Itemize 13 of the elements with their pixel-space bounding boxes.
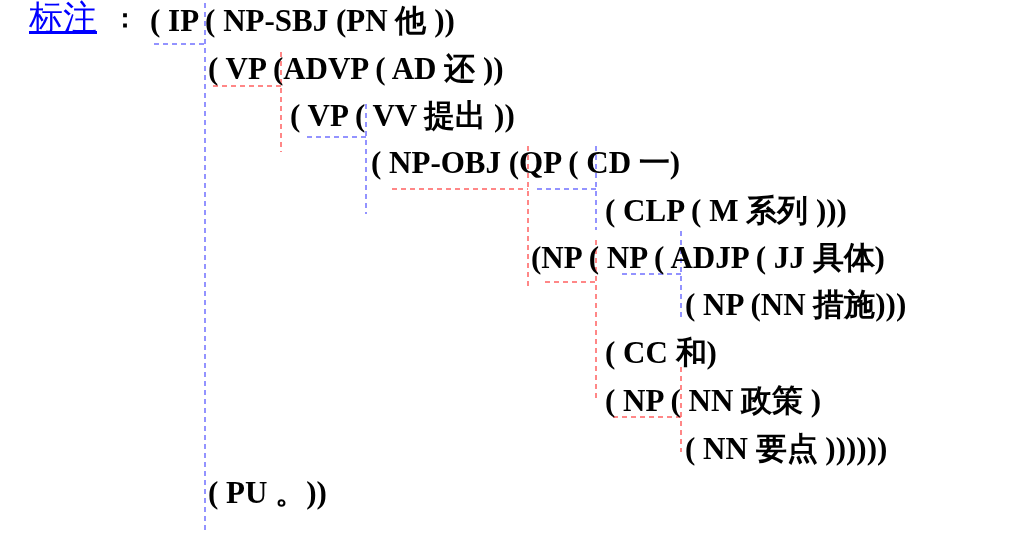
parse-bracket-text: ( NP-OBJ (QP ( CD 一) <box>371 147 681 178</box>
parse-bracket-text: ( CC 和) <box>605 337 717 368</box>
parse-bracket-text: ( VP ( VV 提出 )) <box>290 100 515 131</box>
colon-text: ： <box>112 6 138 32</box>
parse-bracket-text: ( IP ( NP-SBJ (PN 他 )) <box>150 5 455 36</box>
parse-bracket-text: ( NP (NN 措施))) <box>685 289 907 320</box>
annotation-link: 标注 <box>29 0 97 34</box>
parse-bracket-text: ( PU 。)) <box>208 477 327 508</box>
parse-bracket-text: (NP ( NP ( ADJP ( JJ 具体) <box>531 242 885 273</box>
parse-bracket-text: ( NN 要点 )))))) <box>685 433 888 464</box>
parse-bracket-text: ( VP (ADVP ( AD 还 )) <box>208 53 504 84</box>
parse-bracket-text: ( NP ( NN 政策 ) <box>605 385 822 416</box>
parse-bracket-text: ( CLP ( M 系列 ))) <box>605 195 847 226</box>
